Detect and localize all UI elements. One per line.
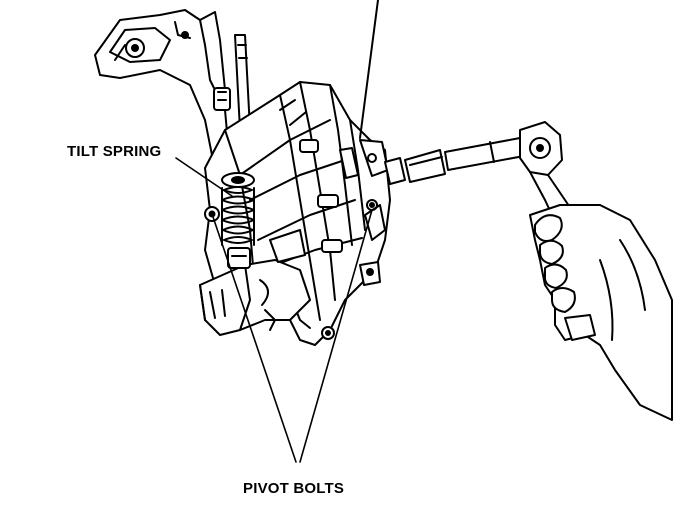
lower-housing xyxy=(199,229,311,336)
tilt-spring-leader xyxy=(175,157,233,197)
tilt-spring-label: TILT SPRING xyxy=(67,143,162,160)
pivot-bolts-leader-left xyxy=(211,213,297,463)
ratchet-tool xyxy=(384,121,576,216)
tilt-spring xyxy=(204,172,255,246)
pivot-bolts-leader-right xyxy=(299,209,373,463)
upper-reference-line xyxy=(359,0,379,139)
pivot-bolts-label: PIVOT BOLTS xyxy=(243,480,345,497)
hand-illustration xyxy=(529,204,673,421)
